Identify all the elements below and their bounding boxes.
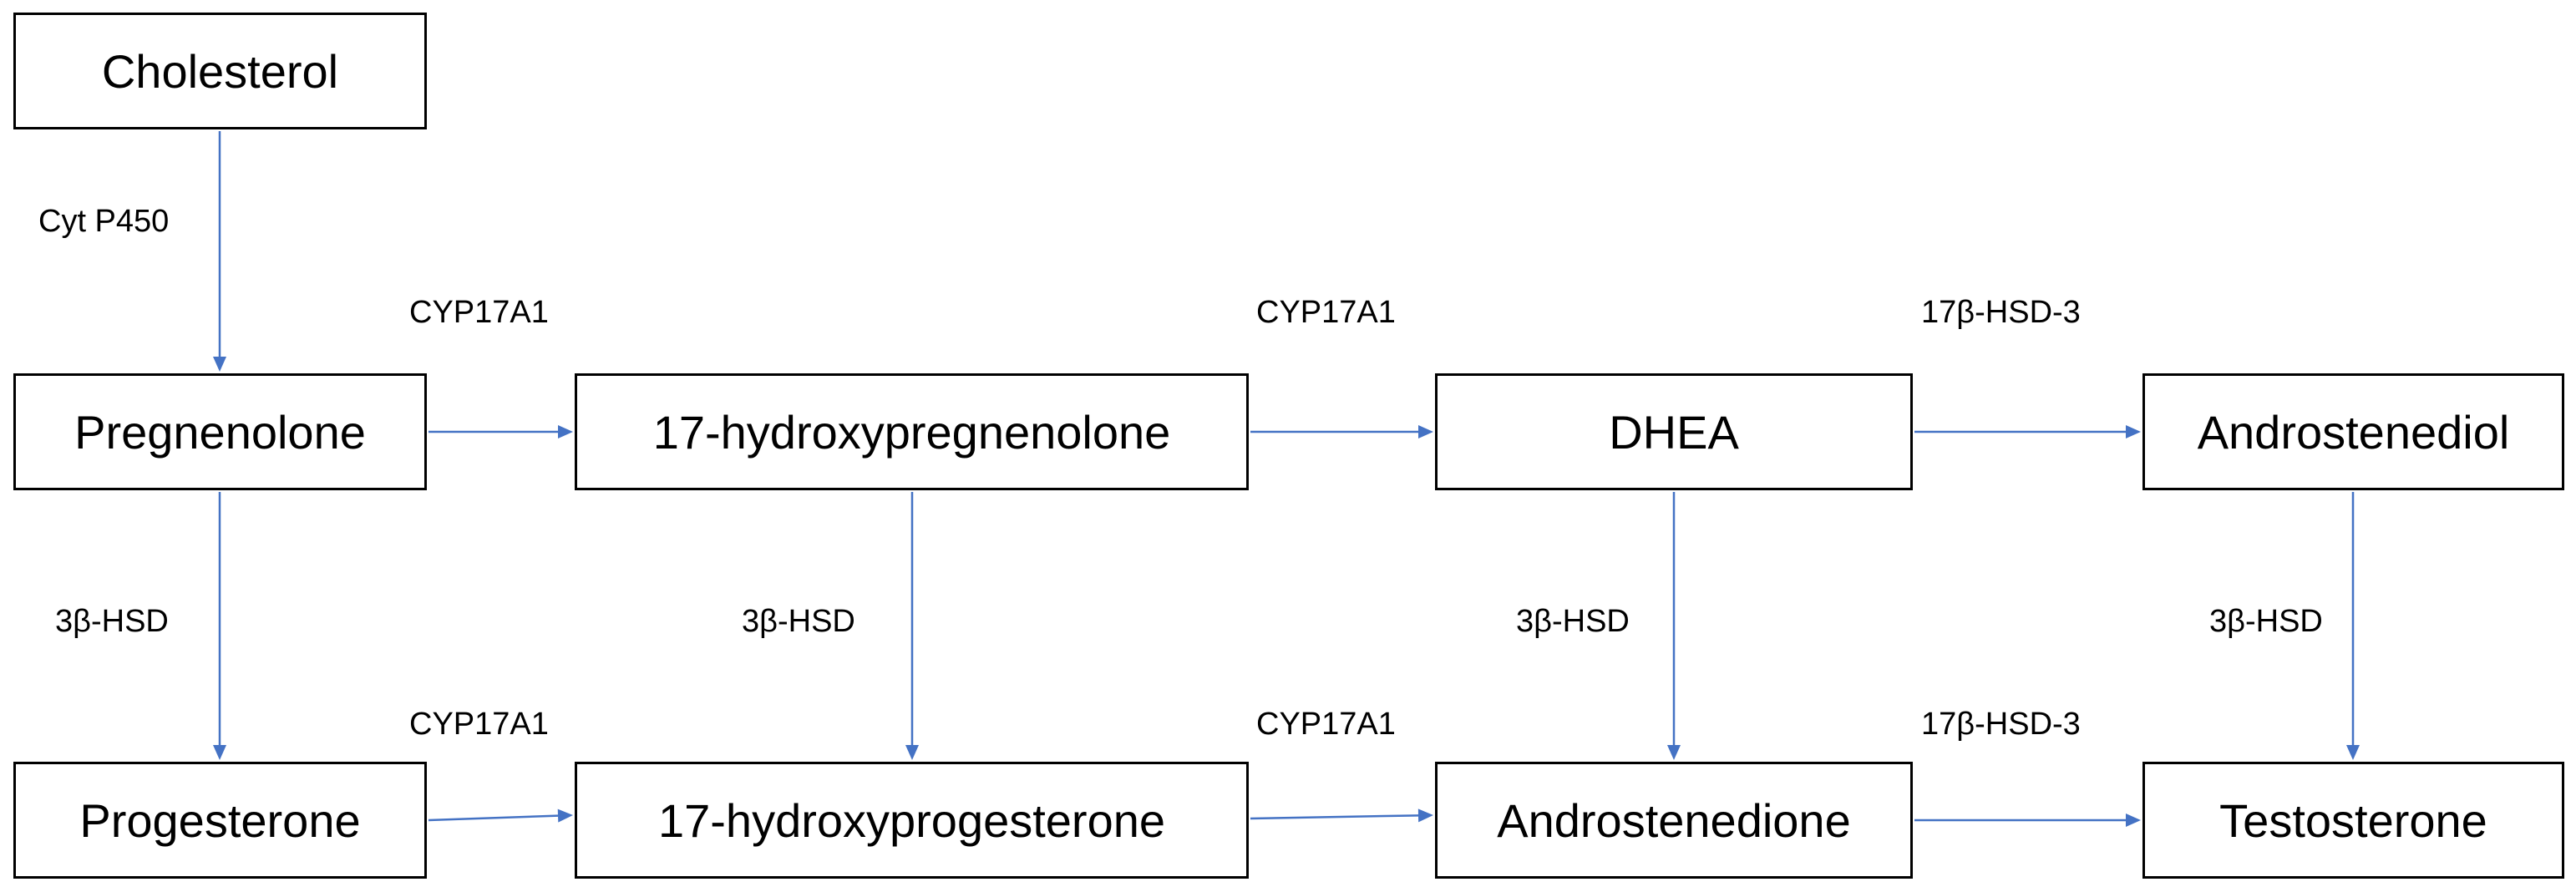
node-cholesterol-label: Cholesterol: [101, 44, 339, 98]
node-progesterone: Progesterone: [13, 762, 427, 879]
arrow-pregnenolone-to-17-hydroxypregnenolone-head: [558, 425, 573, 438]
enzyme-label-3b-hsd: 3β-HSD: [2209, 604, 2323, 639]
node-17-hydroxypregnenolone: 17-hydroxypregnenolone: [575, 373, 1249, 490]
enzyme-label-3b-hsd: 3β-HSD: [742, 604, 855, 639]
enzyme-label-cyp17a1: CYP17A1: [1256, 707, 1396, 742]
node-androstenedione-label: Androstenedione: [1497, 793, 1851, 847]
node-dhea-label: DHEA: [1609, 405, 1739, 459]
node-progesterone-label: Progesterone: [79, 793, 361, 847]
arrow-dhea-to-androstenediol: [1914, 425, 2141, 438]
arrow-dhea-to-androstenediol-head: [2126, 425, 2141, 438]
enzyme-label-cyt-p450: Cyt P450: [38, 204, 170, 239]
node-androstenedione: Androstenedione: [1435, 762, 1913, 879]
arrow-17-hydroxypregnenolone-to-17-hydroxyprogesterone-head: [905, 745, 919, 760]
arrow-pregnenolone-to-17-hydroxypregnenolone: [428, 425, 573, 438]
enzyme-label-17b-hsd-3: 17β-HSD-3: [1921, 707, 2081, 742]
arrow-cholesterol-to-pregnenolone-head: [213, 357, 226, 372]
node-cholesterol: Cholesterol: [13, 13, 427, 129]
arrow-androstenedione-to-testosterone-head: [2126, 814, 2141, 827]
arrow-progesterone-to-17-hydroxyprogesterone-line: [428, 814, 559, 822]
enzyme-label-cyp17a1: CYP17A1: [1256, 295, 1396, 330]
enzyme-label-17b-hsd-3: 17β-HSD-3: [1921, 295, 2081, 330]
arrow-pregnenolone-to-progesterone-head: [213, 745, 226, 760]
node-17-hydroxyprogesterone: 17-hydroxyprogesterone: [575, 762, 1249, 879]
arrow-cholesterol-to-pregnenolone: [213, 131, 226, 372]
node-testosterone: Testosterone: [2142, 762, 2564, 879]
node-testosterone-label: Testosterone: [2219, 793, 2487, 847]
node-androstenediol-label: Androstenediol: [2197, 405, 2510, 459]
arrow-17-hydroxypregnenolone-to-dhea: [1250, 425, 1433, 438]
arrow-androstenediol-to-testosterone-head: [2346, 745, 2360, 760]
node-androstenediol: Androstenediol: [2142, 373, 2564, 490]
arrow-17-hydroxypregnenolone-to-dhea-head: [1418, 425, 1433, 438]
enzyme-label-3b-hsd: 3β-HSD: [55, 604, 169, 639]
enzyme-label-3b-hsd: 3β-HSD: [1516, 604, 1630, 639]
arrow-17-hydroxyprogesterone-to-androstenedione-head: [1417, 808, 1433, 823]
enzyme-label-cyp17a1: CYP17A1: [409, 295, 549, 330]
arrow-dhea-to-androstenedione-head: [1667, 745, 1681, 760]
arrow-dhea-to-androstenedione: [1667, 492, 1681, 760]
node-pregnenolone-label: Pregnenolone: [74, 405, 366, 459]
enzyme-label-cyp17a1: CYP17A1: [409, 707, 549, 742]
node-17-hydroxypregnenolone-label: 17-hydroxypregnenolone: [652, 405, 1171, 459]
arrow-17-hydroxyprogesterone-to-androstenedione-line: [1250, 814, 1419, 820]
node-pregnenolone: Pregnenolone: [13, 373, 427, 490]
node-17-hydroxyprogesterone-label: 17-hydroxyprogesterone: [657, 793, 1166, 847]
arrow-pregnenolone-to-progesterone: [213, 492, 226, 760]
arrow-progesterone-to-17-hydroxyprogesterone: [428, 808, 573, 823]
arrow-progesterone-to-17-hydroxyprogesterone-head: [557, 808, 573, 823]
node-dhea: DHEA: [1435, 373, 1913, 490]
arrow-17-hydroxypregnenolone-to-17-hydroxyprogesterone: [905, 492, 919, 760]
arrow-androstenedione-to-testosterone: [1914, 814, 2141, 827]
arrow-androstenediol-to-testosterone: [2346, 492, 2360, 760]
arrow-17-hydroxyprogesterone-to-androstenedione: [1250, 808, 1433, 823]
